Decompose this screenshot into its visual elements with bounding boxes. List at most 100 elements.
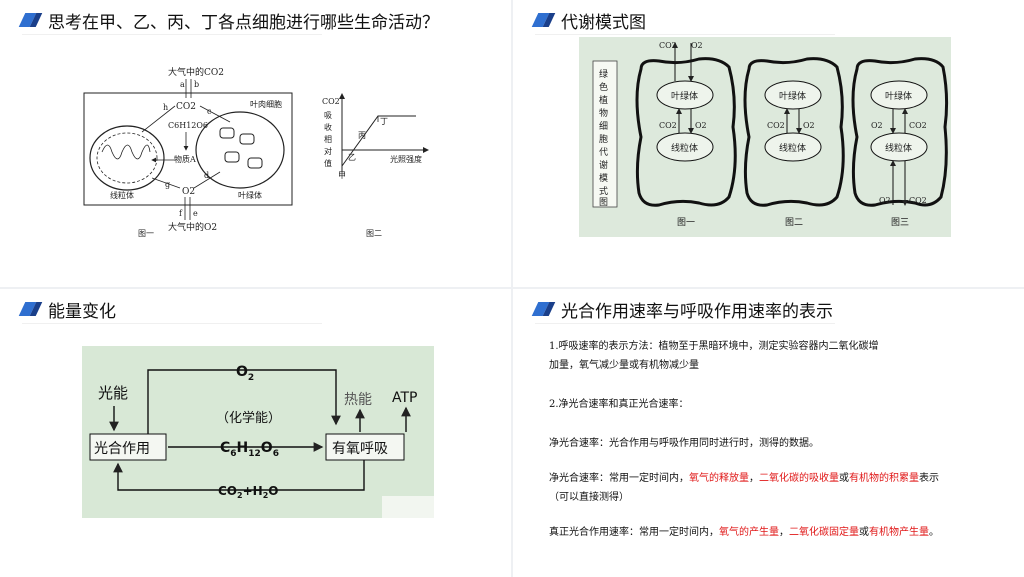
svg-text:代: 代: [599, 147, 608, 158]
box-photosynthesis: [89, 433, 167, 461]
label-o2: O2: [182, 187, 195, 197]
label-o2: O2: [236, 364, 254, 383]
slide-title: 光合作用速率与呼吸作用速率的表示: [561, 301, 833, 322]
slide-title-bar: 光合作用速率与呼吸作用速率的表示: [535, 297, 833, 322]
slide-thinking[interactable]: 思考在甲、乙、丙、丁各点细胞进行哪些生命活动？ 大气中的CO2 a b CO2 …: [0, 0, 511, 287]
svg-text:对: 对: [324, 146, 332, 156]
svg-text:胞: 胞: [599, 133, 608, 145]
side-label-box: [592, 60, 618, 208]
label-h: h: [163, 103, 168, 112]
point-bing: 丙: [358, 131, 366, 140]
title-underline: [535, 323, 835, 324]
slide-title-bar: 代谢模式图: [535, 8, 646, 33]
caption-fig1: 图一: [138, 229, 154, 238]
svg-text:叶绿体: 叶绿体: [885, 90, 912, 102]
xlabel: 光照强度: [390, 154, 422, 164]
point-yi: 乙: [348, 153, 356, 162]
label-photosynthesis: 光合作用: [94, 441, 150, 457]
label-f: f: [179, 209, 183, 218]
label-atp: ATP: [392, 390, 417, 406]
svg-text:O2: O2: [691, 41, 703, 50]
slide-metabolism-model[interactable]: 代谢模式图 绿 色 植 物 细 胞 代 谢 模 式 图: [513, 0, 1024, 287]
svg-text:线粒体: 线粒体: [779, 142, 806, 154]
svg-text:细: 细: [599, 120, 608, 132]
slide-title-bar: 能量变化: [22, 297, 116, 322]
arrow-d: [193, 171, 221, 189]
label-co2: CO2: [176, 102, 196, 112]
title-marker-icon: [22, 302, 40, 316]
paragraph-net-rate-def: 净光合速率：光合作用与呼吸作用同时进行时，测得的数据。: [549, 438, 819, 449]
rate-text-body: 1.呼吸速率的表示方法：植物至于黑暗环境中，测定实验容器内二氧化碳增 加量，氧气…: [549, 337, 1009, 550]
title-marker-icon: [535, 13, 553, 27]
svg-text:O2: O2: [695, 121, 707, 130]
caption-model-3: 图三: [891, 217, 909, 228]
arrow-c: [199, 105, 231, 123]
label-light-energy: 光能: [98, 384, 128, 402]
paragraph-net-rate: 净光合速率：常用一定时间内，氧气的释放量，二氧化碳的吸收量或有机物的积累量表示 …: [549, 473, 939, 503]
title-underline: [535, 34, 835, 35]
figure-cell-metabolism: 大气中的CO2 a b CO2 h c 叶肉细胞 C6H12O6 物质A: [83, 66, 293, 238]
label-chemical-energy: （化学能）: [216, 410, 281, 426]
svg-text:CO2: CO2: [659, 41, 677, 50]
slide-title: 能量变化: [48, 301, 116, 322]
title-marker-icon: [535, 302, 553, 316]
label-leaf-cell: 叶肉细胞: [250, 99, 282, 109]
label-glucose: C6H12O6: [220, 440, 279, 459]
figure-energy-flow: 光能 光合作用 有氧呼吸 O2 （化学能） C6H12O6 热能 ATP CO2…: [82, 346, 434, 518]
svg-text:CO2: CO2: [322, 97, 340, 106]
label-glucose: C6H12O6: [168, 121, 208, 130]
paragraph-respiration-rate: 1.呼吸速率的表示方法：植物至于黑暗环境中，测定实验容器内二氧化碳增 加量，氧气…: [549, 341, 879, 371]
svg-text:叶绿体: 叶绿体: [779, 90, 806, 102]
label-aerobic-respiration: 有氧呼吸: [332, 441, 388, 457]
ylabel-stack: CO2 吸 收 相 对 值: [322, 97, 340, 168]
caption-model-2: 图二: [785, 217, 803, 228]
slide-title: 思考在甲、乙、丙、丁各点细胞进行哪些生命活动？: [48, 12, 439, 33]
label-atm-o2: 大气中的O2: [168, 221, 217, 233]
label-chloroplast: 叶绿体: [238, 190, 262, 200]
corner-patch: [382, 496, 434, 518]
svg-text:吸: 吸: [324, 111, 332, 120]
arrow-h: [141, 105, 176, 133]
svg-text:CO2: CO2: [767, 121, 785, 130]
arrow-co2-h2o-path: [113, 460, 365, 491]
box-aerobic-respiration: [325, 433, 405, 461]
label-g: g: [165, 180, 170, 189]
slide-title-bar: 思考在甲、乙、丙、丁各点细胞进行哪些生命活动？: [22, 8, 439, 33]
label-b: b: [194, 80, 199, 89]
slide-rate-representation[interactable]: 光合作用速率与呼吸作用速率的表示 1.呼吸速率的表示方法：植物至于黑暗环境中，测…: [513, 289, 1024, 577]
svg-text:O2: O2: [803, 121, 815, 130]
label-atm-co2: 大气中的CO2: [168, 66, 224, 78]
paragraph-rate-heading: 2.净光合速率和真正光合速率：: [549, 399, 689, 410]
label-co2-h2o: CO2+H2O: [218, 484, 278, 500]
cristae-lines: [101, 144, 151, 160]
mitochondrion-shape: [89, 125, 165, 191]
svg-text:叶绿体: 叶绿体: [671, 90, 698, 102]
grana-stacks: [219, 127, 263, 169]
arrow-g: [151, 177, 181, 189]
slide-energy-change[interactable]: 能量变化 光能 光合作用 有氧呼吸 O2 （化学能） C6H12O6 热能 AT…: [0, 289, 511, 577]
point-ding: 丁: [380, 117, 388, 126]
model-cell-1: 叶绿体 线粒体 CO2 O2 CO2 O2: [635, 41, 737, 207]
svg-text:图: 图: [599, 197, 608, 208]
label-d: d: [204, 171, 209, 180]
figure-metabolism-models: 绿 色 植 物 细 胞 代 谢 模 式 图 叶绿体 线粒体 CO2 O2: [579, 37, 951, 237]
model-cell-2: 叶绿体 线粒体 CO2 O2: [743, 57, 845, 207]
svg-text:CO2: CO2: [909, 196, 927, 205]
svg-text:式: 式: [599, 185, 608, 197]
svg-text:值: 值: [324, 158, 332, 168]
svg-text:相: 相: [324, 134, 332, 144]
title-marker-icon: [22, 13, 40, 27]
point-jia: 甲: [338, 171, 346, 180]
side-label-text: 绿 色 植 物 细 胞 代 谢 模 式 图: [599, 68, 608, 208]
label-e: e: [193, 209, 198, 218]
slide-title: 代谢模式图: [561, 12, 646, 33]
svg-text:CO2: CO2: [659, 121, 677, 130]
svg-text:收: 收: [324, 122, 332, 132]
svg-text:色: 色: [599, 81, 608, 93]
label-heat-energy: 热能: [344, 392, 372, 408]
title-underline: [22, 34, 322, 35]
svg-text:植: 植: [599, 94, 608, 106]
caption-fig2: 图二: [366, 229, 382, 238]
arrow-o2-path: [147, 369, 341, 434]
